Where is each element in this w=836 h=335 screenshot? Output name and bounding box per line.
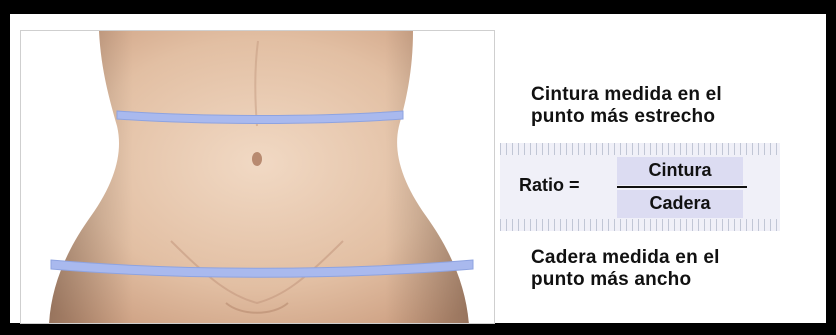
torso-illustration	[20, 30, 495, 324]
ruler-ticks-top	[500, 143, 780, 155]
hip-caption-line2: punto más ancho	[531, 269, 821, 291]
numerator-box: Cintura	[617, 157, 743, 185]
waist-caption-line1: Cintura medida en el	[531, 84, 821, 106]
fraction-bar	[617, 186, 747, 188]
navel	[252, 152, 262, 166]
denominator-box: Cadera	[617, 190, 743, 218]
hip-caption-line1: Cadera medida en el	[531, 247, 821, 269]
numerator-text: Cintura	[617, 160, 743, 181]
ratio-label: Ratio =	[519, 175, 580, 196]
denominator-text: Cadera	[617, 193, 743, 214]
waist-caption-line2: punto más estrecho	[531, 106, 821, 128]
torso-drawing	[21, 31, 495, 324]
ratio-ruler: Ratio = Cintura Cadera	[500, 143, 780, 231]
waist-caption: Cintura medida en el punto más estrecho	[531, 84, 821, 128]
hip-caption: Cadera medida en el punto más ancho	[531, 247, 821, 291]
ruler-ticks-bottom	[500, 219, 780, 231]
